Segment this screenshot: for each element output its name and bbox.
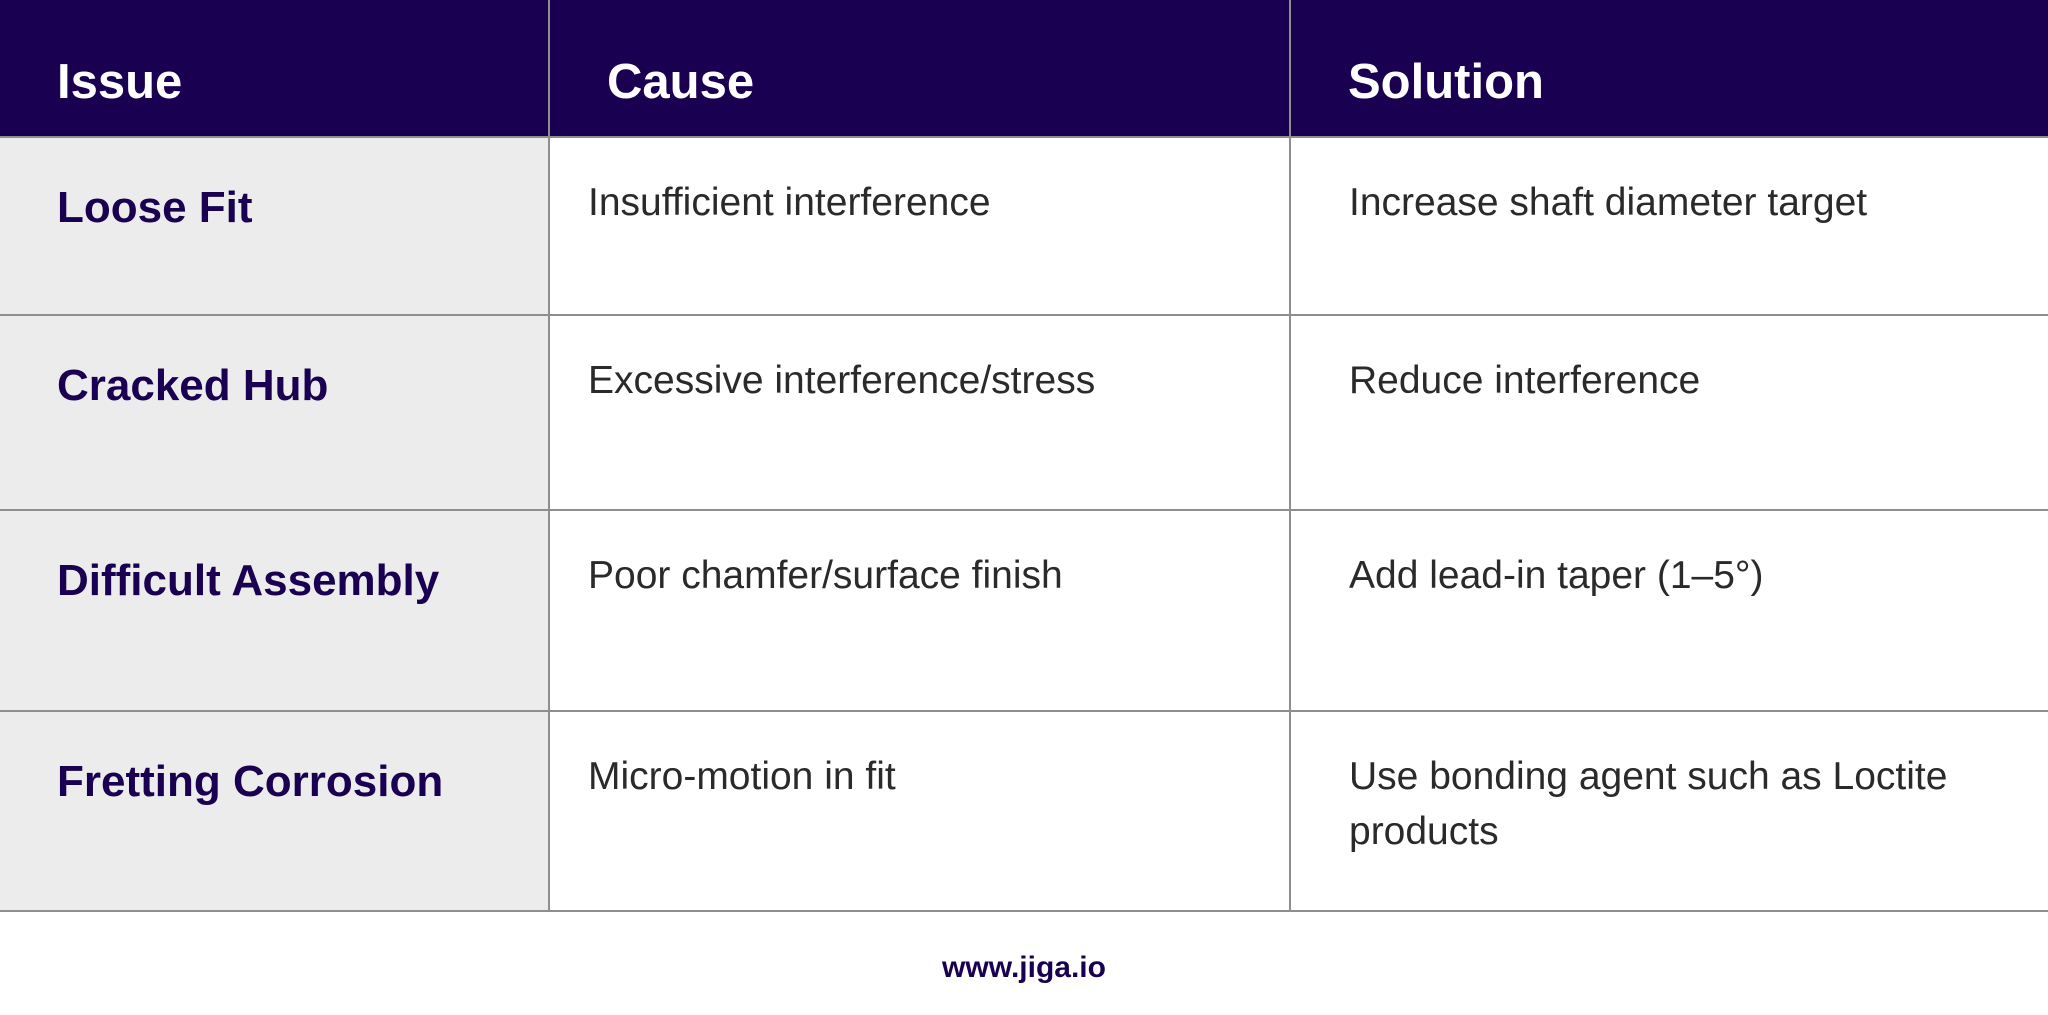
issue-cell: Difficult Assembly: [0, 511, 550, 712]
solution-cell: Increase shaft diameter target: [1291, 138, 2048, 316]
solution-cell: Add lead-in taper (1–5°): [1291, 511, 2048, 712]
header-cause: Cause: [550, 0, 1291, 138]
issue-cell: Cracked Hub: [0, 316, 550, 511]
header-issue: Issue: [0, 0, 550, 138]
footer-url: www.jiga.io: [942, 951, 1106, 984]
cause-cell: Insufficient interference: [550, 138, 1291, 316]
troubleshooting-table: Issue Cause Solution Loose Fit Insuffici…: [0, 0, 2048, 912]
solution-cell: Reduce interference: [1291, 316, 2048, 511]
header-solution: Solution: [1291, 0, 2048, 138]
cause-cell: Poor chamfer/surface finish: [550, 511, 1291, 712]
solution-cell: Use bonding agent such as Loctite produc…: [1291, 712, 2048, 910]
cause-cell: Excessive interference/stress: [550, 316, 1291, 511]
issue-cell: Loose Fit: [0, 138, 550, 316]
issue-cell: Fretting Corrosion: [0, 712, 550, 910]
cause-cell: Micro-motion in fit: [550, 712, 1291, 910]
